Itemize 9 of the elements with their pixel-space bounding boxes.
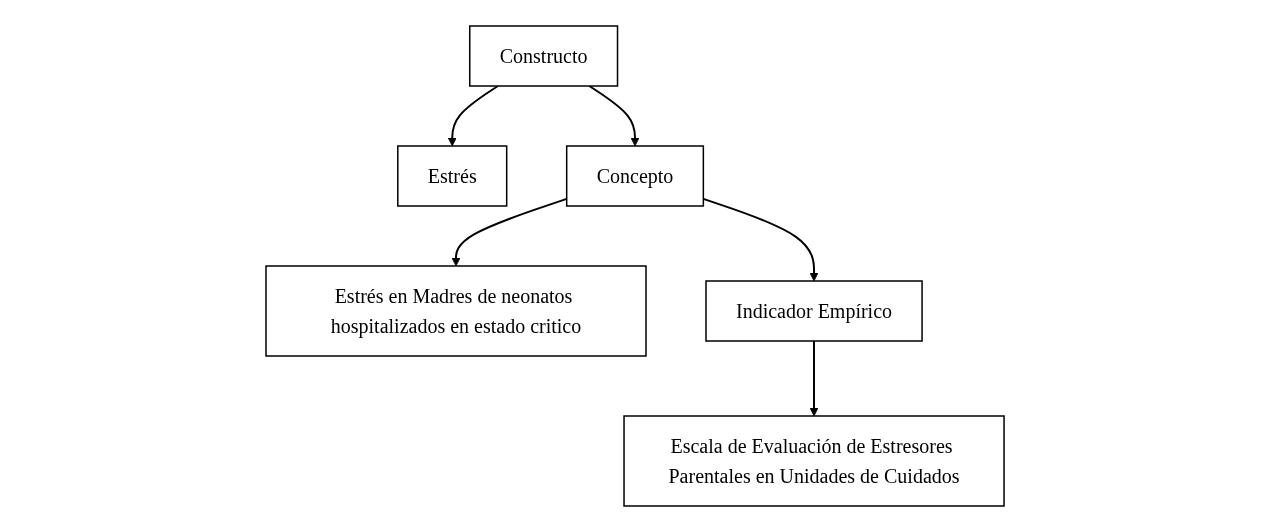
arrow <box>447 85 499 147</box>
node-box: Indicador Empírico <box>705 280 923 342</box>
node-box: Concepto <box>565 145 705 207</box>
node-box: Constructo <box>468 25 619 87</box>
arrow <box>588 85 640 147</box>
node-box: Escala de Evaluación de Estresores Parentales en Unidades de Cuidados <box>623 415 1005 507</box>
node-box: Estrés en Madres de neonatos hospitalizados en estado critico <box>265 265 647 357</box>
arrow <box>809 340 819 417</box>
node-box: Estrés <box>397 145 508 207</box>
